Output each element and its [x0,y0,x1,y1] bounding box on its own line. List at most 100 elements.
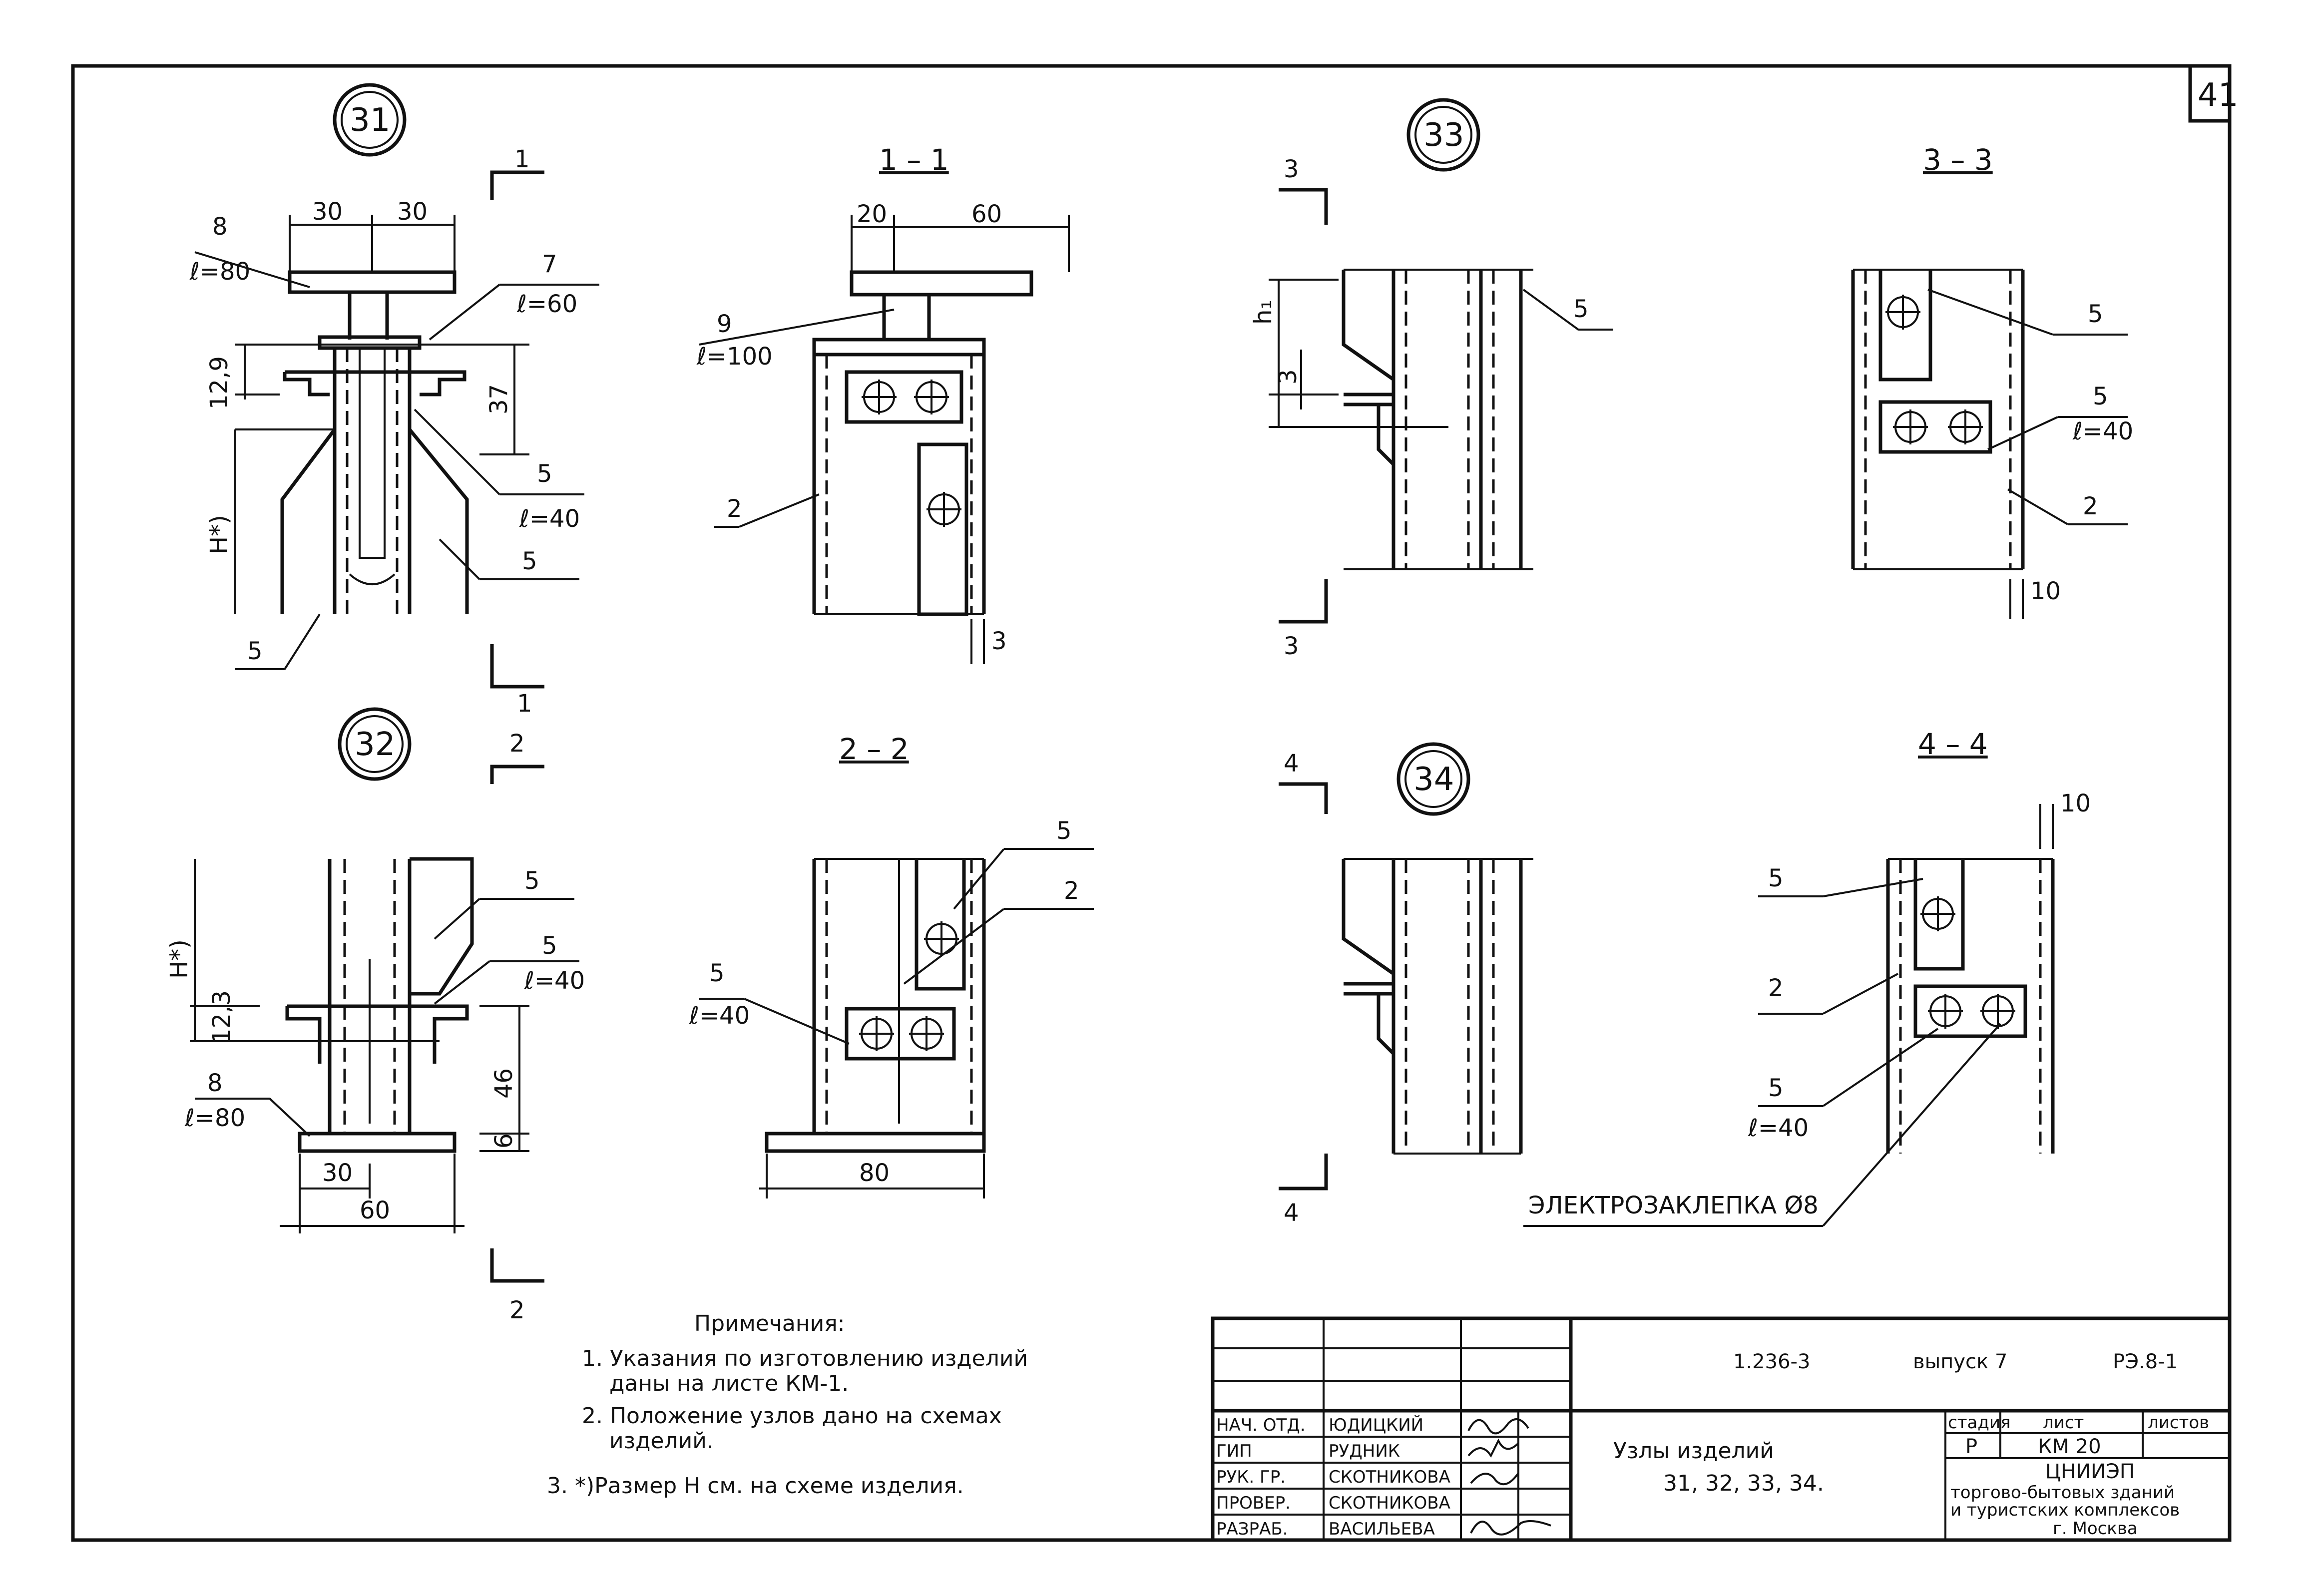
tb-org3: и туристских комплексов [1950,1500,2180,1520]
tb-sheet: КМ 20 [2038,1435,2101,1458]
note-2a: 2. Положение узлов дано на схемах [582,1403,1002,1429]
label-31-p5a: 5 [537,460,552,488]
label-32-l40: ℓ=40 [524,967,585,995]
section-1-1-plate [845,370,963,424]
dim-32-12-3: 12,3 [208,990,236,1044]
dim-32-6: 6 [490,1133,518,1149]
cut-mark-2-bottom: 2 [509,1296,525,1324]
view-31-marker [333,83,407,157]
section-2-2-title: 2 – 2 [839,732,909,766]
tb-org2: торгово-бытовых зданий [1950,1483,2175,1503]
label-22-p2: 2 [1064,877,1079,905]
label-31-l80: ℓ=80 [189,258,250,286]
dim-31-30a: 30 [312,198,343,226]
section-1-1: 1 – 1 20 60 9 ℓ=100 2 3 [696,143,1070,664]
label-31-p5b: 5 [522,547,537,575]
view-34-number: 34 [1413,761,1454,798]
section-1-1-title: 1 – 1 [879,143,949,177]
tb-name-3: СКОТНИКОВА [1329,1493,1450,1513]
label-31-p5c: 5 [247,637,263,665]
cut-mark-3-bottom: 3 [1284,632,1299,660]
label-33s-p5a: 5 [2088,300,2103,328]
tb-role-4: РАЗРАБ. [1216,1519,1288,1539]
tb-org4: г. Москва [2053,1519,2138,1539]
dim-33s-10: 10 [2030,577,2061,605]
section-2-2: 2 – 2 80 5 2 5 ℓ=40 [689,732,1094,1198]
tb-role-0: НАЧ. ОТД. [1216,1415,1306,1435]
cut-mark-4-top: 4 [1284,750,1299,778]
tb-name-1: РУДНИК [1329,1441,1400,1461]
view-33-number: 33 [1423,117,1464,154]
view-31: 31 30 30 12,9 37 H*) [189,83,599,718]
dim-11-3: 3 [991,627,1007,655]
note-3: 3. *)Размер H см. на схеме изделия. [547,1473,964,1499]
dim-31-12-9: 12,9 [205,356,233,409]
label-32-l80: ℓ=80 [184,1104,245,1132]
signature-1 [1467,1438,1519,1458]
tb-name-line2: 31, 32, 33, 34. [1663,1471,1824,1496]
label-11-l100: ℓ=100 [696,343,773,371]
tb-name-4: ВАСИЛЬЕВА [1329,1519,1435,1539]
label-33-p5: 5 [1573,295,1589,323]
view-32: 32 H*) 12,3 46 6 30 60 5 5 ℓ=4 [165,707,585,1324]
tb-name-0: ЮДИЦКИЙ [1329,1415,1423,1435]
section-4-4: 4 – 4 10 5 2 5 ℓ=40 ЭЛЕКТРОЗАКЛЕПКА Ø8 [1523,727,2091,1227]
view-31-number: 31 [350,102,390,139]
section-3-3: 3 – 3 5 5 ℓ=40 2 10 [1851,143,2133,619]
label-31-p7: 7 [542,250,557,278]
title-block: НАЧ. ОТД. ЮДИЦКИЙ ГИП РУДНИК РУК. ГР. СК… [1211,1316,2232,1542]
dim-11-60: 60 [971,200,1002,228]
view-32-base-plate [298,1132,457,1153]
label-22-p5: 5 [1056,817,1072,845]
cut-mark-4-bottom: 4 [1284,1199,1299,1227]
tb-role-1: ГИП [1216,1441,1252,1461]
tb-code: 1.236-3 [1733,1350,1810,1373]
view-31-cap-plate [288,270,457,294]
dim-31-30b: 30 [397,198,428,226]
cut-mark-1-top: 1 [514,145,530,173]
section-2-2-base [765,1132,986,1153]
label-22-l40: ℓ=40 [689,1002,750,1030]
view-32-marker [338,707,412,781]
label-31-l40: ℓ=40 [519,505,580,533]
view-33-marker [1406,98,1480,172]
dim-33-3: 3 [1274,369,1302,385]
view-33: 33 h₁ 3 5 3 3 [1249,98,1613,660]
dim-32-h: H*) [165,939,193,979]
section-4-4-plate [1913,984,2027,1038]
signature-2 [1470,1472,1519,1486]
section-3-3-plate [1878,400,1992,454]
label-33s-l40: ℓ=40 [2072,417,2133,445]
label-44-l40: ℓ=40 [1748,1114,1809,1142]
dim-33-h1: h₁ [1249,300,1277,325]
cut-mark-2-top: 2 [509,730,525,758]
tb-role-2: РУК. ГР. [1216,1467,1286,1487]
dim-31-37: 37 [485,384,513,414]
tb-stage: Р [1965,1435,1977,1458]
dim-44-10: 10 [2060,790,2091,817]
notes-block: Примечания: 1. Указания по изготовлению … [547,1311,1028,1499]
label-32-p8: 8 [207,1069,223,1097]
view-32-number: 32 [355,726,395,763]
label-32-p5a: 5 [524,867,540,895]
section-4-4-title: 4 – 4 [1918,727,1988,761]
notes-title: Примечания: [694,1311,845,1336]
dim-31-h: H*) [205,515,233,554]
tb-sheets-header: листов [2148,1413,2209,1433]
dim-32-46: 46 [490,1068,518,1099]
label-44-p2: 2 [1768,974,1784,1002]
section-2-2-plate [845,1007,956,1061]
label-31-l60: ℓ=60 [516,290,577,318]
label-44-p5a: 5 [1768,864,1784,892]
label-11-p2: 2 [727,495,742,523]
view-34: 34 4 4 [1279,742,1533,1227]
tb-sheet-header: лист [2043,1413,2084,1433]
tb-role-3: ПРОВЕР. [1216,1493,1291,1513]
dim-22-80: 80 [859,1159,890,1187]
label-22-p5b: 5 [709,959,725,987]
note-1b: даны на листе КМ-1. [609,1371,849,1396]
label-32-p5b: 5 [542,932,557,960]
signature-0 [1467,1418,1529,1435]
label-33s-p5b: 5 [2093,383,2108,410]
